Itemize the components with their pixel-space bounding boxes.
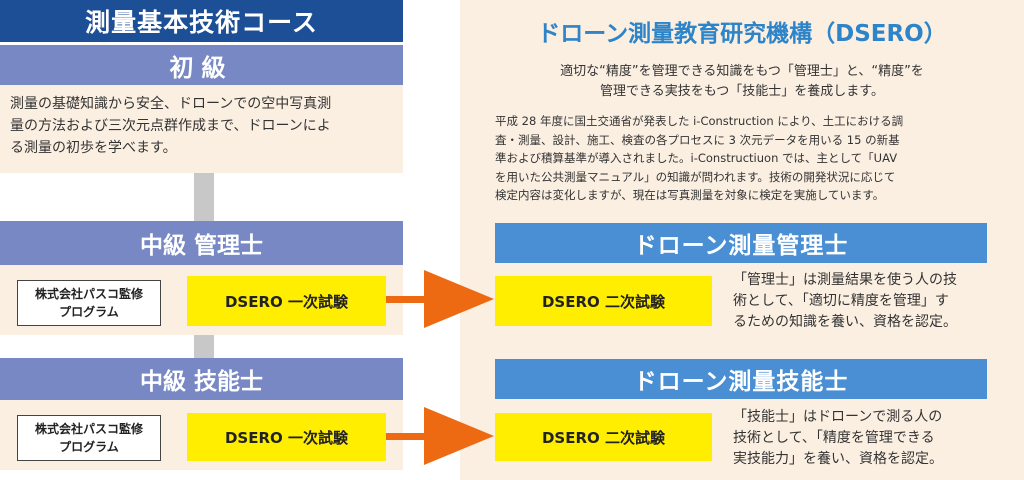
arrow-right-icon bbox=[386, 270, 494, 328]
beginner-desc-line: 測量の基礎知識から安全、ドローンでの空中写真測 bbox=[10, 96, 332, 112]
arrow-right-icon bbox=[386, 407, 494, 465]
role-manager-description: 「管理士」は測量結果を使う人の技 術として、「適切に精度を管理」す るための知識… bbox=[733, 270, 993, 333]
org-lead: 適切な“精度”を管理できる知識をもつ「管理士」と、“精度”を 管理できる実技をも… bbox=[470, 62, 1014, 102]
role-desc-line: 「管理士」は測量結果を使う人の技 bbox=[733, 272, 957, 288]
role-desc-line: るための知識を養い、資格を認定。 bbox=[733, 314, 957, 330]
second-exam-manager: DSERO 二次試験 bbox=[495, 276, 712, 326]
first-exam-manager: DSERO 一次試験 bbox=[187, 276, 386, 326]
role-desc-line: 技術として、「精度を管理できる bbox=[733, 430, 935, 446]
role-desc-line: 術として、「適切に精度を管理」す bbox=[733, 293, 949, 309]
role-desc-line: 「技能士」はドローンで測る人の bbox=[733, 409, 943, 425]
lead-line: 管理できる実技をもつ「技能士」を養成します。 bbox=[600, 84, 884, 99]
role-technician-description: 「技能士」はドローンで測る人の 技術として、「精度を管理できる 実技能力」を養い… bbox=[733, 407, 993, 470]
second-exam-technician: DSERO 二次試験 bbox=[495, 413, 712, 461]
flow-connector bbox=[194, 335, 214, 358]
program-box-technician: 株式会社パスコ監修 プログラム bbox=[17, 415, 161, 461]
course-title: 測量基本技術コース bbox=[0, 0, 403, 42]
program-line: 株式会社パスコ監修 bbox=[34, 287, 143, 301]
flow-connector bbox=[194, 173, 214, 221]
first-exam-technician: DSERO 一次試験 bbox=[187, 413, 386, 461]
program-line: 株式会社パスコ監修 bbox=[34, 422, 143, 436]
beginner-description: 測量の基礎知識から安全、ドローンでの空中写真測 量の方法および三次元点群作成まで… bbox=[0, 85, 403, 173]
level-mid-technician-bar: 中級 技能士 bbox=[0, 358, 403, 400]
level-beginner-bar: 初級 bbox=[0, 45, 403, 85]
org-body-text: 平成 28 年度に国土交通省が発表した i-Construction により、土… bbox=[495, 112, 995, 205]
body-line: 検定内容は変化しますが、現在は写真測量を対象に検定を実施しています。 bbox=[495, 188, 885, 203]
beginner-desc-line: 量の方法および三次元点群作成まで、ドローンによ bbox=[10, 118, 331, 134]
role-desc-line: 実技能力」を養い、資格を認定。 bbox=[733, 451, 943, 467]
role-manager-bar: ドローン測量管理士 bbox=[495, 223, 987, 263]
program-line: プログラム bbox=[59, 305, 119, 319]
lead-line: 適切な“精度”を管理できる知識をもつ「管理士」と、“精度”を bbox=[560, 64, 924, 79]
level-mid-manager-bar: 中級 管理士 bbox=[0, 221, 403, 265]
program-box-manager: 株式会社パスコ監修 プログラム bbox=[17, 280, 161, 326]
role-technician-bar: ドローン測量技能士 bbox=[495, 359, 987, 399]
program-line: プログラム bbox=[59, 440, 119, 454]
body-line: を用いた公共測量マニュアル」の知識が問われます。技術の開発状況に応じて bbox=[495, 169, 896, 184]
beginner-desc-line: る測量の初歩を学べます。 bbox=[10, 140, 177, 156]
body-line: 準および積算基準が導入されました。i-Constructiuon では、主として… bbox=[495, 151, 898, 166]
body-line: 平成 28 年度に国土交通省が発表した i-Construction により、土… bbox=[495, 114, 904, 128]
org-title: ドローン測量教育研究機構（DSERO） bbox=[537, 21, 947, 47]
body-line: 査・測量、設計、施工、検査の各プロセスに 3 次元データを用いる 15 の新基 bbox=[495, 132, 900, 147]
